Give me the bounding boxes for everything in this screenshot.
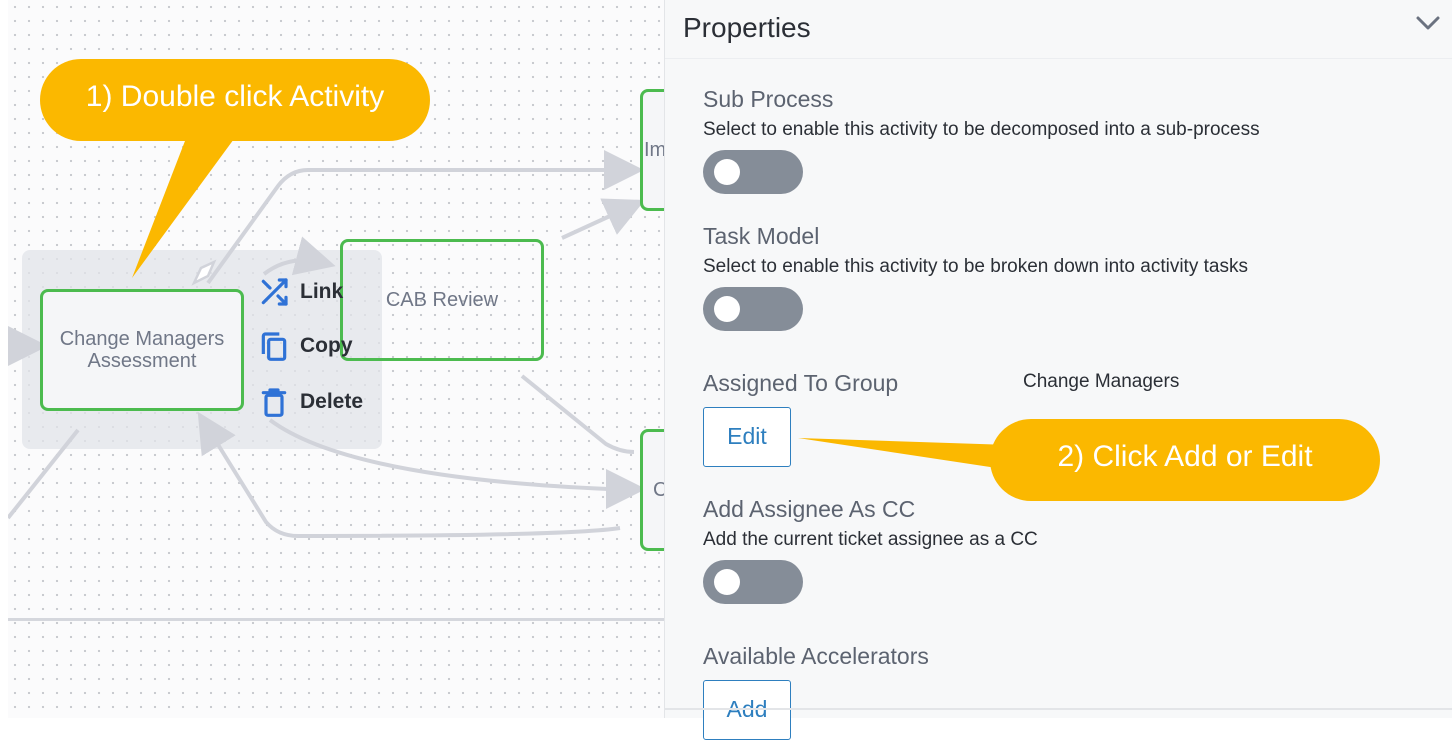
trash-icon [261,388,287,417]
callout-step1-text: 1) Double click Activity [85,80,385,113]
callout-step1-bubble [40,59,430,278]
assigned-group-label: Assigned To Group [703,370,899,396]
toggle-knob [714,296,740,322]
callout-shapes [40,59,1380,501]
context-delete-button[interactable]: Delete [258,386,363,418]
context-delete-label: Delete [300,390,364,413]
context-link-button[interactable]: Link [258,276,343,308]
sub-process-label: Sub Process [703,86,834,112]
accelerators-label: Available Accelerators [703,643,929,669]
activity-partial-top[interactable]: Im [640,89,664,211]
callout-step2-text: 2) Click Add or Edit [1057,440,1313,473]
connector-return [197,411,621,539]
connector-lines [8,150,646,539]
context-copy-label: Copy [300,334,353,357]
chevron-down-icon[interactable] [1414,12,1442,34]
properties-panel: Properties Sub Process Select to enable … [664,0,1452,740]
panel-title: Properties [683,12,811,43]
task-model-description: Select to enable this activity to be bro… [703,256,1248,277]
canvas-divider [8,618,664,621]
shuffle-icon [261,278,288,306]
connector-left-down [8,428,80,520]
assignee-cc-label: Add Assignee As CC [703,496,916,522]
sub-process-toggle[interactable] [703,150,803,194]
copy-icon [261,332,287,361]
task-model-label: Task Model [703,223,820,249]
task-model-toggle[interactable] [703,287,803,331]
activity-label: Im [644,139,664,161]
connector-to-top [206,150,644,285]
activity-label: C [653,479,664,501]
connector-cab-to-bottom [520,374,635,454]
callout-step2-bubble [798,419,1380,501]
link-handle-diamond [191,259,217,286]
toggle-knob [714,159,740,185]
context-link-label: Link [300,280,344,303]
assigned-group-value: Change Managers [1023,371,1180,392]
panel-header: Properties [665,0,1452,59]
activity-cab-review[interactable]: CAB Review [340,239,544,361]
activity-partial-bottom[interactable]: C [640,429,664,551]
assignee-cc-description: Add the current ticket assignee as a CC [703,529,1038,550]
connector-to-cab [262,236,336,276]
sub-process-description: Select to enable this activity to be dec… [703,119,1260,140]
edit-group-button[interactable]: Edit [703,407,791,467]
connector-to-bottom [268,418,646,509]
assignee-cc-toggle[interactable] [703,560,803,604]
toggle-knob [714,569,740,595]
context-copy-button[interactable]: Copy [258,330,353,362]
activity-label: Change Managers Assessment [59,328,225,372]
activity-label: CAB Review [385,289,499,311]
activity-change-managers-assessment[interactable]: Change Managers Assessment [40,289,244,411]
panel-bottom-border [665,708,1452,710]
connector-cab-to-top [561,198,645,240]
